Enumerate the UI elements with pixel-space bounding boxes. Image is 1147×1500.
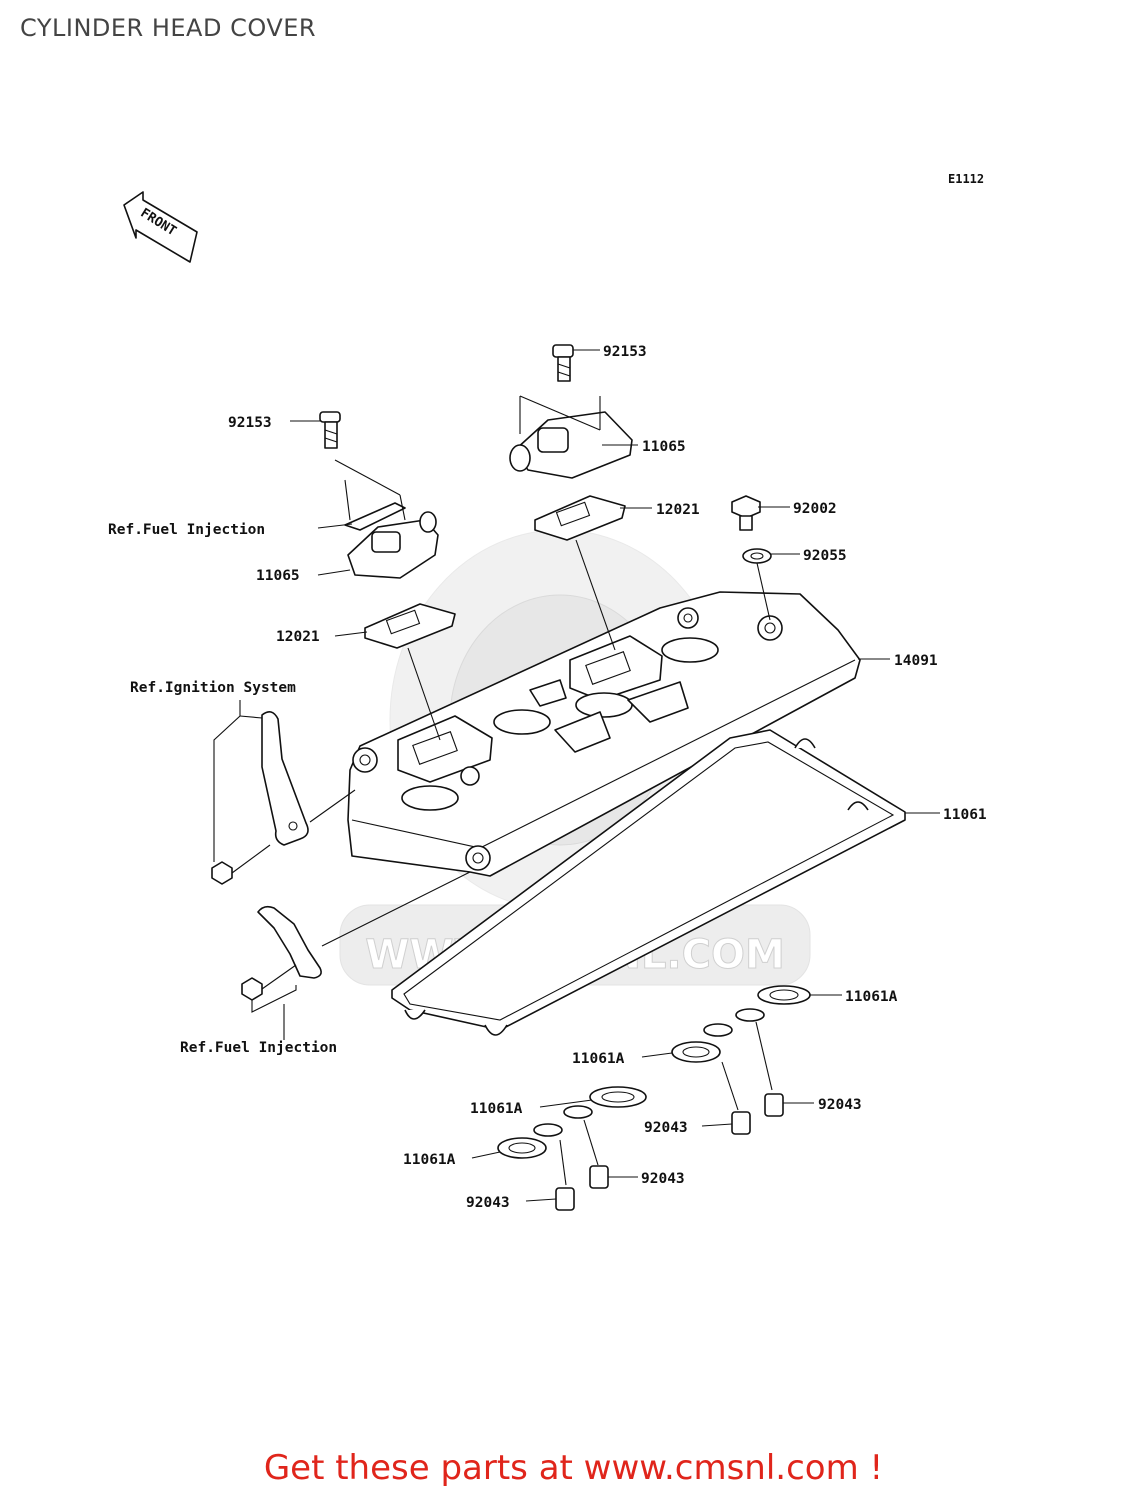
label-12021-right: 12021 [656,502,700,518]
bolt-and-washer [731,495,772,621]
label-11065-right: 11065 [642,439,686,455]
promo-link[interactable]: Get these parts at www.cmsnl.com ! [263,1448,884,1488]
leader-lines [290,349,940,1202]
label-92055: 92055 [803,548,847,564]
ignition-bracket [211,700,356,885]
fuel-injection-bracket [241,871,471,1040]
label-ref-fuel-injection-bottom: Ref.Fuel Injection [180,1040,337,1056]
diagram-code: E1112 [948,172,985,186]
cylinder-head-cover [347,591,861,877]
left-breather-assembly [319,411,456,741]
label-92043-1: 92043 [818,1097,862,1113]
label-11061a-1: 11061A [845,989,898,1005]
label-11061a-4: 11061A [403,1152,456,1168]
right-breather-assembly [509,344,633,651]
label-92043-3: 92043 [641,1171,685,1187]
label-92002: 92002 [793,501,837,517]
page-title: CYLINDER HEAD COVER [20,14,317,42]
cover-gasket [391,729,906,1036]
plug-seals-and-dowels [497,985,811,1211]
label-14091: 14091 [894,653,938,669]
label-92043-2: 92043 [644,1120,688,1136]
label-11061: 11061 [943,807,987,823]
label-11065-left: 11065 [256,568,300,584]
label-11061a-3: 11061A [470,1101,523,1117]
label-92043-4: 92043 [466,1195,510,1211]
label-92153-top: 92153 [603,344,647,360]
front-arrow-icon: FRONT [123,191,198,263]
label-12021-left: 12021 [276,629,320,645]
label-ref-fuel-injection-top: Ref.Fuel Injection [108,522,265,538]
label-ref-ignition-system: Ref.Ignition System [130,680,296,696]
label-11061a-2: 11061A [572,1051,625,1067]
label-92153-left: 92153 [228,415,272,431]
